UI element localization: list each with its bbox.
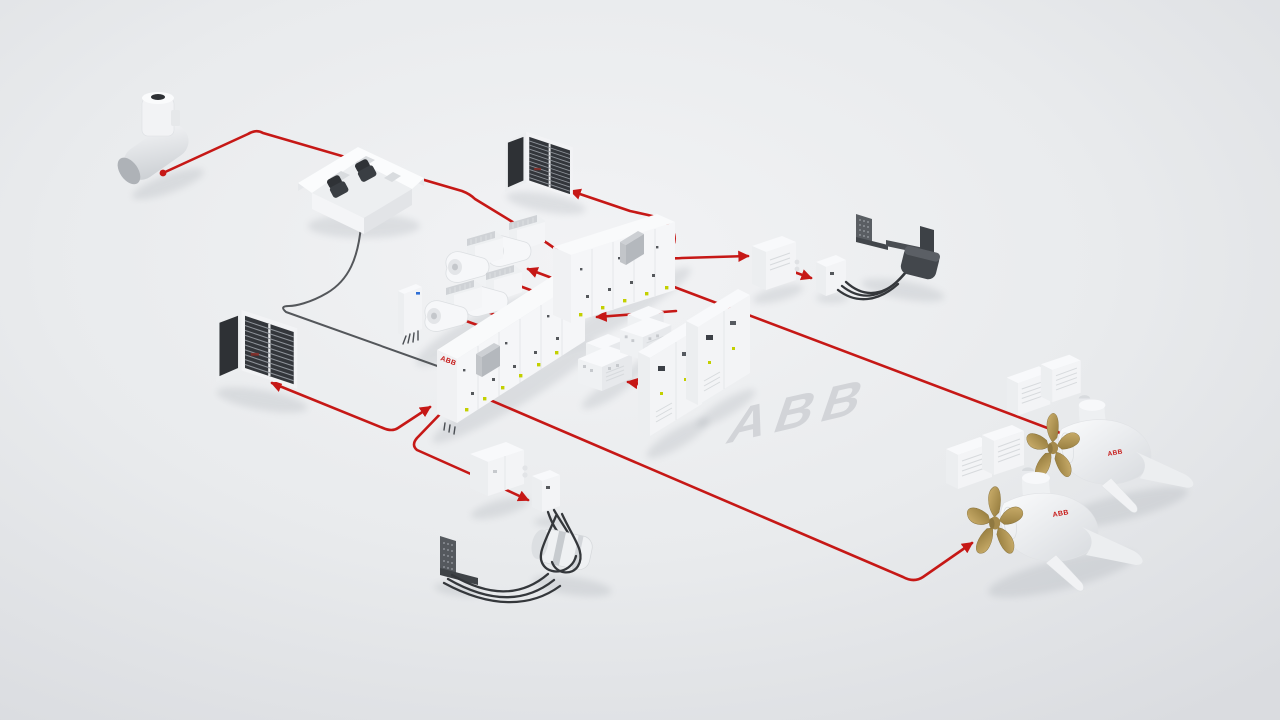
- bridge-chair: [327, 175, 349, 198]
- bow-thruster-node: [159, 169, 167, 177]
- automation-cabinet: [398, 284, 422, 345]
- connection-deck-motor: [792, 269, 813, 281]
- breaker-module: [476, 343, 500, 377]
- deck-drive-box: [752, 236, 800, 290]
- shore-controller-box: [532, 470, 560, 512]
- shore-connection-panel: [440, 536, 478, 585]
- shore-branch: [440, 442, 593, 604]
- connection-shore-transformer: [412, 408, 530, 502]
- deck-machinery-branch: [752, 214, 941, 301]
- bridge-chair: [355, 159, 377, 182]
- shore-transformer-box: [470, 442, 528, 496]
- abb-logo-azipod-rear: ABB: [1107, 448, 1123, 458]
- deck-motor-controller: [816, 255, 846, 296]
- connection-battery-left: [270, 381, 432, 432]
- deck-machinery-frame: [856, 214, 941, 280]
- connection-azipod-front: [481, 395, 974, 582]
- genset-arrow-4: [526, 267, 554, 280]
- bow-thruster: [117, 92, 189, 185]
- main-switchboard-right: [553, 214, 675, 323]
- abb-logo-azipod-front: ABB: [1052, 509, 1069, 519]
- connection-bow-thruster: [161, 129, 559, 252]
- breaker-module: [620, 231, 644, 265]
- bridge-control-line: [282, 225, 458, 374]
- bridge-console: [298, 147, 424, 234]
